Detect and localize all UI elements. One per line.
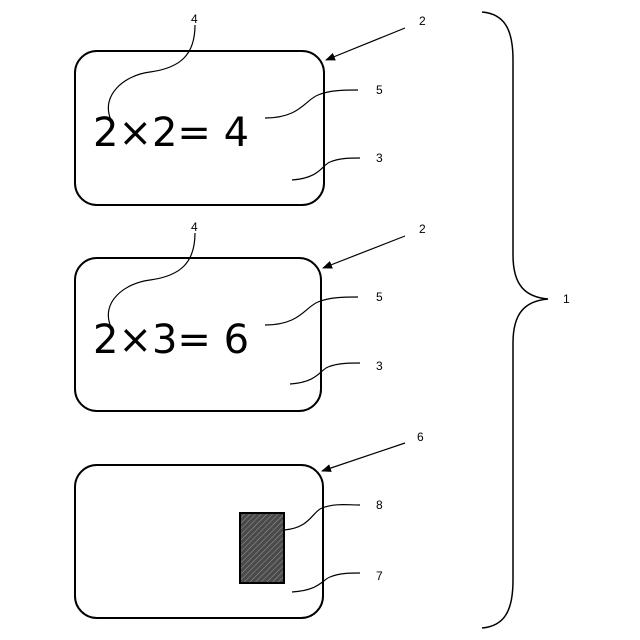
- answer-window: [240, 513, 284, 583]
- card-2-equation: 2×3= 6: [93, 317, 249, 363]
- card-1-ref-2: 2: [419, 14, 426, 28]
- card-2-arrow: [323, 236, 405, 268]
- group-brace: [482, 12, 548, 628]
- card-2: 2×3= 6 4 5 3 2: [75, 220, 426, 411]
- card-1-ref-3: 3: [376, 151, 383, 165]
- card-1-equation: 2×2= 4: [93, 110, 249, 156]
- answer-card-ref-7: 7: [376, 569, 383, 583]
- answer-card-ref-8: 8: [376, 498, 383, 512]
- card-1-arrow: [326, 28, 405, 60]
- answer-card: 8 7 6: [75, 430, 424, 618]
- card-2-ref-3: 3: [376, 359, 383, 373]
- answer-card-frame: [75, 465, 323, 618]
- answer-card-arrow: [322, 443, 405, 471]
- card-1-ref-5: 5: [376, 83, 383, 97]
- card-2-ref-2: 2: [419, 222, 426, 236]
- set-ref-1: 1: [563, 292, 570, 306]
- answer-card-ref-6: 6: [417, 430, 424, 444]
- card-1: 2×2= 4 4 5 3 2: [75, 12, 426, 205]
- card-1-ref-4: 4: [191, 12, 198, 26]
- card-2-ref-5: 5: [376, 290, 383, 304]
- card-2-ref-4: 4: [191, 220, 198, 234]
